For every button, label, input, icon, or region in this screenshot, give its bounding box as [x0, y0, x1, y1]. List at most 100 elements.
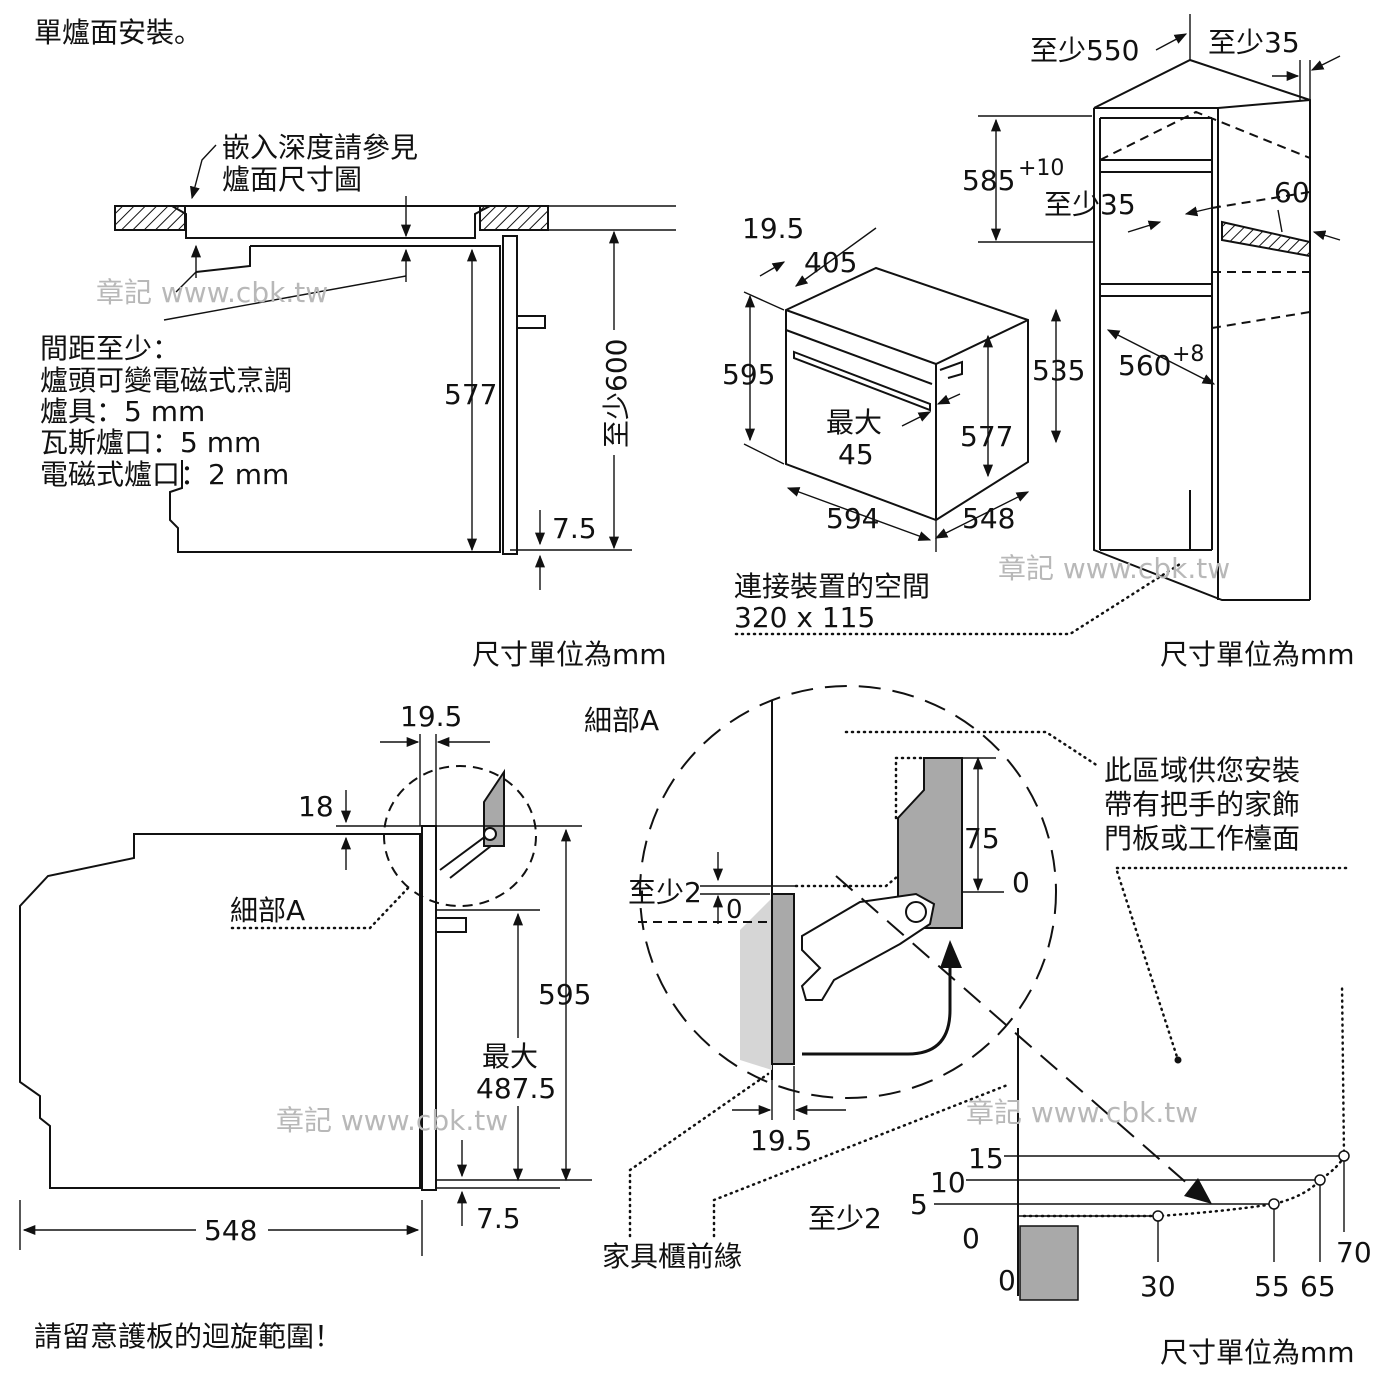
dim-75-label: 75: [964, 822, 1000, 855]
dim-577-label: 577: [444, 378, 497, 411]
max-487-5-value: 487.5: [476, 1072, 556, 1105]
area-note-3: 門板或工作檯面: [1104, 822, 1300, 855]
max-45-label: 最大: [826, 406, 882, 439]
watermark-4: 章記 www.cbk.tw: [966, 1096, 1198, 1129]
area-leader-dot-icon: [1174, 1056, 1182, 1064]
swing-arrow-icon: [940, 940, 962, 968]
max-45-arrow: [901, 411, 932, 427]
dim-19-5-label: 19.5: [750, 1124, 812, 1157]
oven-outline: [785, 266, 1029, 522]
graph-label-0-low: 0: [998, 1264, 1016, 1297]
niche-top-dashed: [1099, 110, 1311, 161]
dim-560-line: [1106, 329, 1216, 385]
area-leader-top: [844, 730, 1100, 768]
dim-35-mid-arrow: [1127, 220, 1162, 233]
unit-label-top-right: 尺寸單位為mm: [1160, 638, 1355, 671]
dim-405-line: [794, 227, 877, 287]
dim-75-zero: 0: [1012, 866, 1030, 899]
dim-7-5-label: 7.5: [552, 512, 597, 545]
graph-label-5: 5: [910, 1188, 928, 1221]
clearance-curve: [1022, 982, 1346, 1218]
swing-direction-arrow-icon: [1184, 1178, 1212, 1204]
max-487-5-label: 最大: [482, 1040, 538, 1073]
dim-595-ext-bottom: [743, 443, 785, 465]
swing-direction-line: [835, 875, 1207, 1201]
detail-a-circle: [383, 765, 537, 907]
dim-594-line: [786, 487, 932, 541]
dim-35-mid-label: 至少35: [1044, 188, 1136, 221]
top-right-section: 至少550 至少35 585 +10 至少35 60 560 +8 19.5: [722, 14, 1355, 671]
graph-point-30: [1152, 1210, 1164, 1222]
cabinet-front-left: [1093, 108, 1310, 601]
watermark-1: 章記 www.cbk.tw: [96, 276, 328, 309]
connection-space-size: 320 x 115: [734, 601, 875, 634]
front-edge-leader-b: [712, 1082, 1012, 1238]
clearance-line-2: [175, 271, 197, 293]
clearance-line-5: 電磁式爐口：2 mm: [40, 458, 289, 491]
hinge-arm-detail: [800, 892, 936, 1001]
top-left-section: 單爐面安裝。 嵌入深度請參見 爐面尺寸圖 間距至少： 爐頭可變電磁式烹調 爐具：…: [34, 16, 676, 671]
oven-door: [502, 235, 518, 555]
dim-535-label: 535: [1032, 354, 1085, 387]
graph-panel-block: [1019, 1225, 1079, 1301]
unit-label-top-left: 尺寸單位為mm: [472, 638, 667, 671]
min-2-zero: 0: [726, 895, 743, 925]
oven-top-panel: [785, 329, 933, 385]
oven-handle: [793, 350, 931, 412]
cabinet-top-outline: [1093, 58, 1311, 600]
upper-shelf: [1100, 159, 1212, 173]
dim-35-mid-arrow-b: [1184, 205, 1221, 217]
clearance-line: [163, 275, 407, 321]
watermark-2: 章記 www.cbk.tw: [998, 552, 1230, 585]
pivot-icon: [905, 901, 927, 923]
graph-label-55: 55: [1254, 1270, 1290, 1303]
dim-60-label: 60: [1274, 176, 1310, 209]
graph-label-70: 70: [1336, 1236, 1372, 1269]
watermark-3: 章記 www.cbk.tw: [276, 1104, 508, 1137]
graph-point-70: [1338, 1150, 1350, 1162]
lower-cavity: [1100, 490, 1212, 551]
clearance-line-3: 爐具：5 mm: [40, 395, 205, 428]
dim-585-tolerance: +10: [1018, 156, 1064, 181]
dim-487-5-bg: [472, 1038, 558, 1106]
connection-leader: [734, 562, 1182, 636]
graph-label-65: 65: [1300, 1270, 1336, 1303]
hob-body: [168, 205, 491, 239]
dim-560-label: 560: [1118, 349, 1171, 382]
tall-cabinet: [1093, 58, 1311, 601]
dim-550-label: 至少550: [1030, 34, 1139, 67]
graph-point-55: [1268, 1198, 1280, 1210]
watermarks: 章記 www.cbk.tw 章記 www.cbk.tw 章記 www.cbk.t…: [96, 276, 1230, 1137]
depth-note-2: 爐面尺寸圖: [222, 163, 362, 196]
middle-shelf: [1100, 283, 1212, 297]
detail-a-title: 細部A: [584, 704, 659, 737]
dim-548-line: [934, 491, 1030, 539]
bracket-dotted-line: [894, 756, 926, 820]
countertop-right: [479, 205, 549, 231]
oven-side-profile: [19, 833, 421, 1189]
graph-label-min2: 至少2: [808, 1202, 882, 1235]
graph-point-65: [1314, 1174, 1326, 1186]
dim-60-leader: [1277, 209, 1283, 233]
rear-vent-opening: [1221, 220, 1311, 258]
heading: 單爐面安裝。: [34, 16, 202, 49]
dim-548-label: 548: [962, 502, 1015, 535]
dim-585-label: 585: [962, 164, 1015, 197]
detail-a-leader: [230, 884, 412, 930]
graph-label-10: 10: [930, 1166, 966, 1199]
dim-35-top-label: 至少35: [1208, 26, 1300, 59]
oven-edges: [785, 309, 1029, 520]
clearance-text: 間距至少： 爐頭可變電磁式烹調 爐具：5 mm 瓦斯爐口：5 mm 電磁式爐口：…: [40, 332, 292, 491]
dim-19-5-label: 19.5: [742, 212, 804, 245]
oven-knob: [516, 315, 546, 329]
dim-35-arrow-b: [1310, 55, 1341, 71]
countertop-left: [114, 205, 186, 231]
front-edge-label: 家具櫃前緣: [602, 1240, 742, 1273]
dim-19-5-label: 19.5: [400, 700, 462, 733]
footer-note: 請留意護板的迴旋範圍！: [34, 1320, 342, 1353]
dim-60-arrow: [1312, 230, 1341, 241]
oven-profile: [169, 245, 501, 553]
oven-door-detail: [771, 893, 795, 1065]
detail-a-large-circle: [639, 685, 1057, 1099]
